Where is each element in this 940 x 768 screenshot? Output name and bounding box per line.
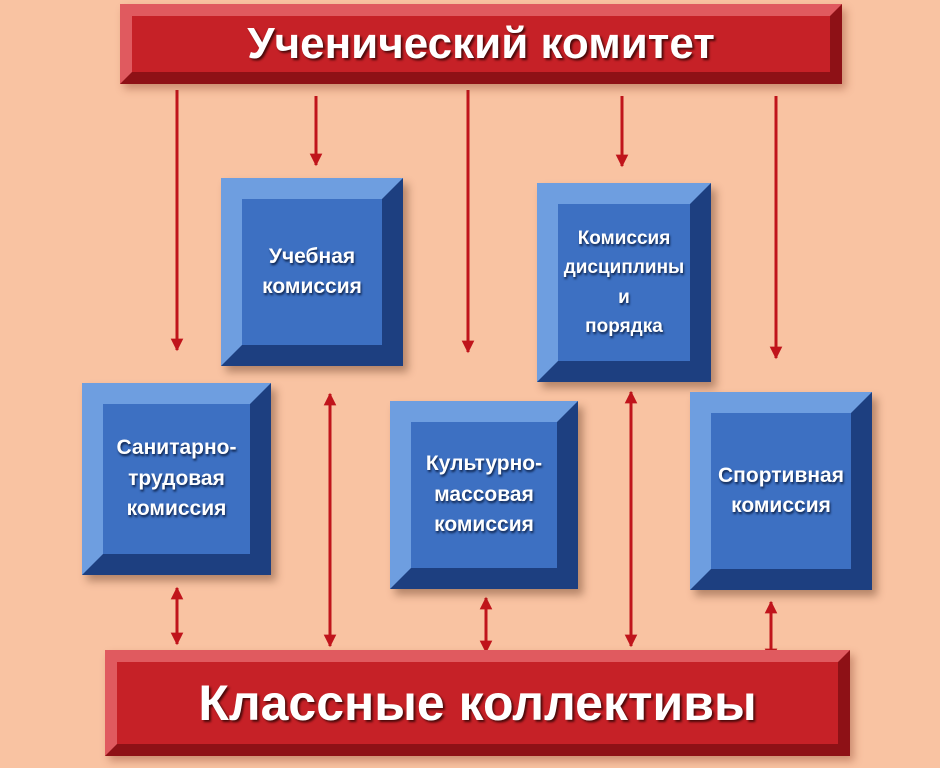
sanitary-commission-box: Санитарно- трудовая комиссия: [82, 383, 271, 575]
cultural-commission-box: Культурно- массовая комиссия: [390, 401, 578, 589]
student-committee-banner: Ученический комитет: [120, 4, 842, 84]
sanitary-commission-label: Санитарно- трудовая комиссия: [116, 436, 237, 521]
discipline-commission-label: Комиссия дисциплины и порядка: [563, 227, 685, 337]
cultural-commission-label: Культурно- массовая комиссия: [425, 452, 543, 537]
class-collectives-banner: Классные коллективы: [105, 650, 850, 756]
student-committee-title: Ученический комитет: [247, 19, 715, 68]
discipline-commission-box: Комиссия дисциплины и порядка: [537, 183, 711, 382]
study-commission-label: Учебная комиссия: [262, 244, 362, 298]
sport-commission-box: Спортивная комиссия: [690, 392, 872, 590]
sport-commission-label: Спортивная комиссия: [718, 463, 844, 517]
class-collectives-title: Классные коллективы: [198, 675, 757, 731]
study-commission-box: Учебная комиссия: [221, 178, 403, 366]
